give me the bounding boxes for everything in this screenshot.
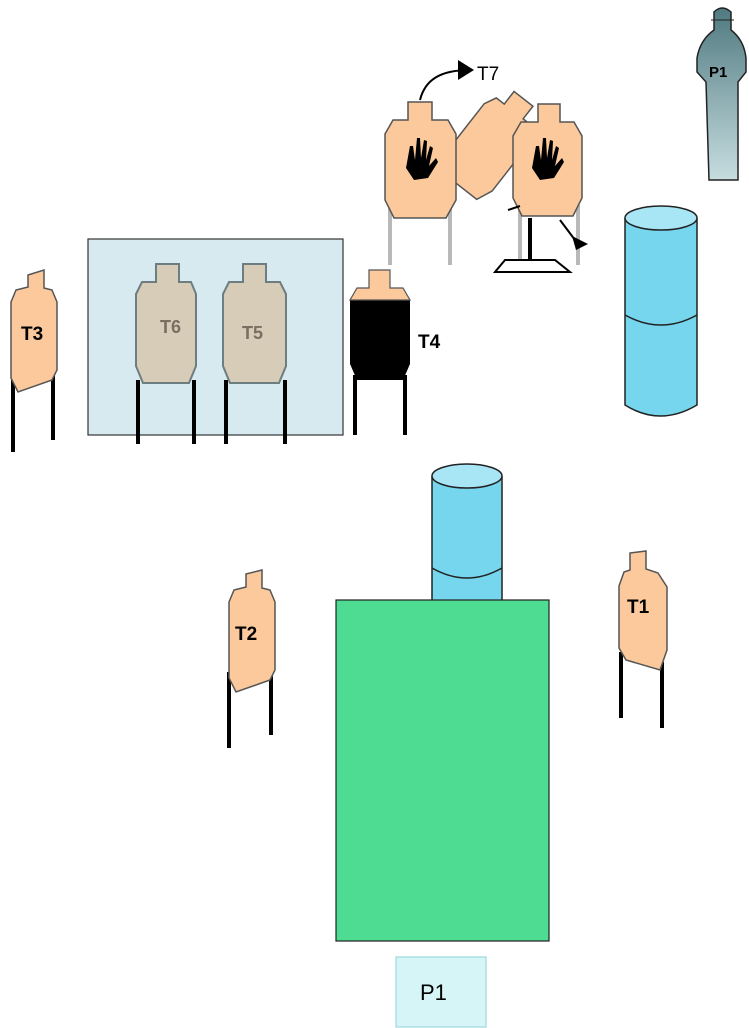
target-t2: T2 bbox=[227, 569, 276, 748]
label-t4: T4 bbox=[418, 332, 441, 353]
start-position-box bbox=[395, 956, 487, 1028]
label-t1: T1 bbox=[627, 597, 650, 618]
hand-noshoot-icon bbox=[532, 138, 564, 180]
label-t7: T7 bbox=[477, 64, 499, 85]
label-t5: T5 bbox=[242, 323, 263, 343]
label-t2: T2 bbox=[235, 624, 257, 645]
barrel-stack-right bbox=[624, 205, 698, 417]
target-t5: T5 bbox=[222, 263, 287, 444]
label-t3: T3 bbox=[21, 324, 43, 345]
wall-green bbox=[335, 599, 550, 942]
target-t3: T3 bbox=[10, 268, 58, 452]
popper-p1: P1 bbox=[696, 7, 747, 181]
target-t7-group: T7 bbox=[384, 60, 588, 273]
label-p1-popper: P1 bbox=[709, 64, 727, 81]
label-p1-start: P1 bbox=[420, 980, 447, 1005]
label-t6: T6 bbox=[160, 317, 181, 337]
target-t6: T6 bbox=[135, 263, 197, 444]
target-t1: T1 bbox=[618, 550, 668, 728]
hand-noshoot-icon bbox=[406, 138, 438, 180]
target-t4: T4 bbox=[348, 269, 441, 435]
soft-cover-panel bbox=[87, 238, 344, 436]
barrel-stack-center bbox=[431, 463, 503, 606]
